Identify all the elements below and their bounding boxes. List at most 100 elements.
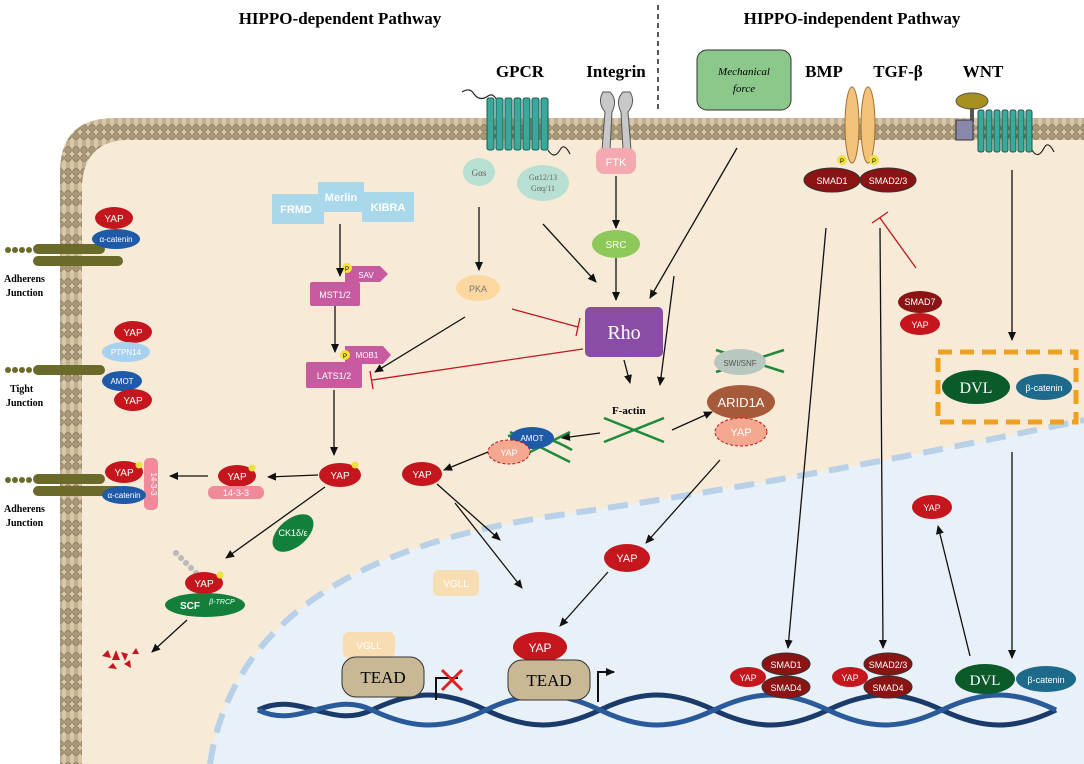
svg-text:14-3-3: 14-3-3 [223,488,249,498]
yap-scf [185,572,223,594]
svg-text:SRC: SRC [605,240,626,251]
svg-text:SMAD2/3: SMAD2/3 [869,660,908,670]
dna-helix [256,692,1058,728]
yap-tead [513,632,567,662]
bmp-label: BMP [805,62,843,81]
arid1a-node [707,385,775,419]
swi-snf-node [714,349,766,375]
yap-1433 [218,465,256,487]
svg-text:DVL: DVL [970,673,1001,689]
mst-node [310,282,360,306]
alpha-catenin-1 [92,229,140,249]
svg-text:Junction: Junction [6,398,44,409]
svg-text:MOB1: MOB1 [356,351,379,360]
svg-text:YAP: YAP [412,470,432,481]
yap-phospho [319,463,361,487]
svg-text:AMOT: AMOT [110,377,133,386]
svg-text:Junction: Junction [6,288,44,299]
svg-text:YAP: YAP [616,553,637,565]
svg-text:YAP: YAP [104,214,124,225]
ck1-node [272,514,314,552]
sav-node [345,266,388,282]
svg-text:P: P [872,159,876,165]
svg-text:YAP: YAP [500,448,517,458]
svg-text:YAP: YAP [911,320,928,330]
svg-text:force: force [733,83,755,95]
alpha-catenin-2 [102,486,146,504]
svg-text:Rho: Rho [607,322,640,344]
src-node [592,230,640,258]
f-actin-label: F-actin [612,405,646,417]
tead-node-left [341,656,425,698]
svg-text:YAP: YAP [330,471,350,482]
wnt-receptor-icon [955,92,1055,156]
gpcr-label: GPCR [496,62,545,81]
yap-smad7 [900,313,940,335]
yap-tight-1 [114,321,152,343]
yap-cytoplasm [402,462,442,486]
blocked-x-icon [440,668,464,692]
svg-text:YAP: YAP [227,472,247,483]
dvl-node [942,370,1010,404]
vgll-cytoplasm [433,570,479,596]
amot-node-tight [102,371,142,391]
svg-text:LATS1/2: LATS1/2 [317,371,351,381]
svg-text:SMAD2/3: SMAD2/3 [869,176,908,186]
svg-text:MST1/2: MST1/2 [319,290,351,300]
svg-text:Gαs: Gαs [472,168,487,178]
merlin-complex: FRMD Merlin KIBRA [272,182,414,224]
ftk-node [596,148,636,174]
svg-text:Junction: Junction [6,518,44,529]
svg-text:PKA: PKA [469,284,487,294]
yap-nucleus-right [912,495,952,519]
svg-text:TEAD: TEAD [526,671,571,690]
svg-text:β-catenin: β-catenin [1025,383,1062,393]
rho-node [585,307,663,357]
svg-text:PTPN14: PTPN14 [111,348,142,357]
svg-text:FTK: FTK [606,157,627,169]
svg-text:AMOT: AMOT [520,434,543,443]
ptpn14-node [102,342,150,362]
svg-text:SMAD4: SMAD4 [770,683,801,693]
yap-tight-2 [114,389,152,411]
svg-text:DVL: DVL [960,380,993,397]
inhibition-lines [369,211,917,390]
adherens-junction-1-label: Adherens [4,274,45,285]
svg-text:SMAD1: SMAD1 [770,660,801,670]
p1433-vertical [144,458,158,510]
title-hippo-dependent: HIPPO-dependent Pathway [239,9,442,28]
svg-text:SMAD7: SMAD7 [904,297,935,307]
vgll-nucleus [343,632,395,658]
yap-nucleus-mid [604,544,650,572]
svg-text:YAP: YAP [123,396,143,407]
svg-text:YAP: YAP [841,673,858,683]
svg-text:Tight: Tight [10,384,34,395]
f-actin-filament-2 [603,416,665,444]
svg-text:YAP: YAP [730,427,751,439]
tead-node-right [507,659,591,701]
p1433-horizontal [208,486,264,499]
svg-text:SAV: SAV [358,271,374,280]
tgfb-label: TGF-β [873,62,923,81]
destruction-complex-box [935,349,1079,425]
svg-text:P: P [840,159,844,165]
smad7-node [898,291,942,313]
svg-text:CK1δ/ε: CK1δ/ε [278,528,307,538]
lats-node [306,362,362,388]
gas-node [463,158,495,186]
yap-smad1-complex [730,667,766,687]
svg-text:P: P [345,267,349,273]
svg-text:VGLL: VGLL [443,579,469,590]
integrin-label: Integrin [586,62,646,81]
mob-node [345,346,391,364]
yap-adherens-1 [95,207,133,229]
svg-text:KIBRA: KIBRA [371,202,406,214]
svg-text:Gα12/13: Gα12/13 [529,173,557,182]
svg-text:YAP: YAP [528,641,551,655]
scf-node [165,593,245,617]
svg-text:FRMD: FRMD [280,204,312,216]
svg-text:β-catenin: β-catenin [1027,675,1064,685]
tgf-receptor-icon [844,86,876,164]
pka-node [456,275,500,301]
degradation-fragments [102,648,139,669]
